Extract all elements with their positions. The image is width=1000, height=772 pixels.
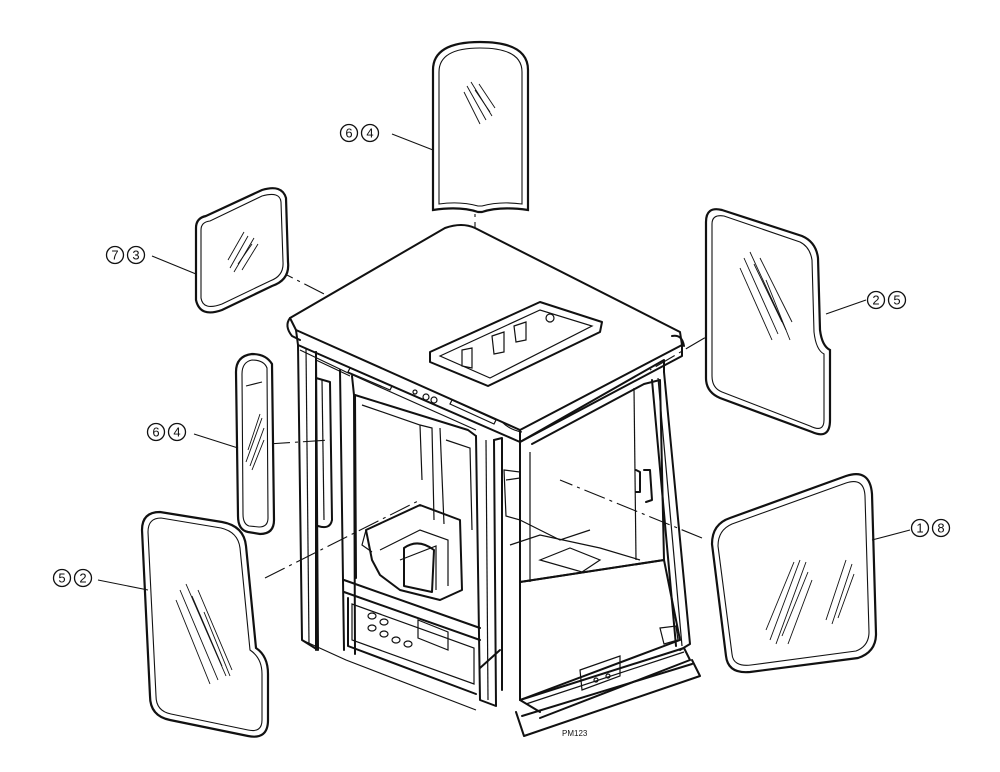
- svg-text:6: 6: [152, 425, 159, 440]
- callout-left-narrow: 6 4: [146, 422, 187, 442]
- lower-panel-holes: [367, 612, 413, 648]
- svg-text:8: 8: [937, 521, 944, 536]
- glass-panel-left-door: [140, 510, 270, 738]
- svg-text:4: 4: [366, 126, 373, 141]
- glass-panel-rear-left-upper: [194, 187, 290, 314]
- svg-text:5: 5: [58, 571, 65, 586]
- svg-text:5: 5: [893, 293, 900, 308]
- svg-text:6: 6: [345, 126, 352, 141]
- callout-front: 1 8: [910, 518, 951, 538]
- leader-lines: [97, 133, 911, 591]
- svg-text:4: 4: [173, 425, 180, 440]
- glass-panel-right: [704, 208, 832, 436]
- glass-panel-left-narrow: [234, 352, 276, 536]
- svg-text:2: 2: [79, 571, 86, 586]
- svg-text:2: 2: [872, 293, 879, 308]
- callout-right-upper: 2 5: [866, 290, 907, 310]
- callout-left-door: 5 2: [52, 568, 93, 588]
- svg-text:7: 7: [111, 248, 118, 263]
- drawing-code: PM123: [562, 729, 588, 738]
- callout-rear-left-upper: 7 3: [105, 245, 146, 265]
- glass-panel-top: [431, 40, 530, 214]
- glass-panel-front: [710, 473, 878, 674]
- cab-frame: [286, 224, 701, 737]
- svg-text:3: 3: [132, 248, 139, 263]
- svg-text:1: 1: [916, 521, 923, 536]
- callout-top: 6 4: [339, 123, 380, 143]
